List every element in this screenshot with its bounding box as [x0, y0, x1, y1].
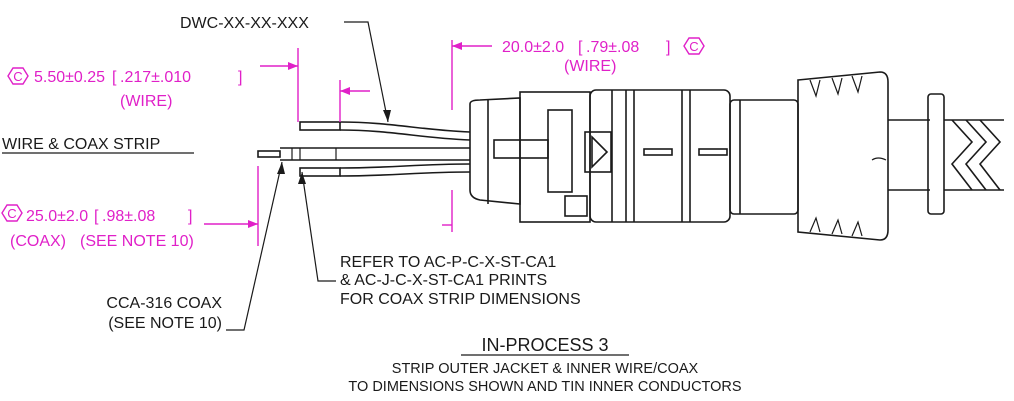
critical-symbol-icon — [1, 204, 23, 222]
instruction-line-2: TO DIMENSIONS SHOWN AND TIN INNER CONDUC… — [348, 379, 741, 395]
dwc-leader — [344, 21, 389, 123]
dwc-label: DWC-XX-XX-XXX — [180, 15, 309, 32]
dim2-inch: .79±.08 — [586, 39, 639, 56]
top-wire-conductor — [299, 121, 341, 131]
dim3-note: (COAX) — [10, 233, 66, 250]
dim1-inch: .217±.010 — [120, 69, 191, 86]
dimension-jacket-strip: 20.0±2.0 [ .79±.08 ] (WIRE) C — [442, 37, 705, 232]
in-process-title: IN-PROCESS 3 — [481, 335, 608, 355]
svg-text:[: [ — [112, 69, 117, 86]
svg-text:[: [ — [94, 208, 99, 225]
critical-symbol-icon — [683, 37, 705, 55]
bottom-wire-conductor — [299, 167, 341, 177]
coax-label-2: (SEE NOTE 10) — [108, 315, 222, 332]
coax-center-conductor — [257, 150, 281, 158]
coax-leader — [226, 161, 283, 331]
dimension-coax-strip: C 25.0±2.0 [ .98±.08 ] (COAX) (SEE NOTE … — [1, 166, 259, 250]
instruction-line-1: STRIP OUTER JACKET & INNER WIRE/COAX — [392, 361, 699, 377]
critical-symbol-icon — [7, 67, 29, 85]
dim1-note: (WIRE) — [120, 93, 172, 110]
dim2-note: (WIRE) — [564, 58, 616, 75]
coax-label-1: CCA-316 COAX — [106, 295, 222, 312]
refer-line-3: FOR COAX STRIP DIMENSIONS — [340, 291, 581, 308]
refer-line-1: REFER TO AC-P-C-X-ST-CA1 — [340, 254, 556, 271]
dim2-value: 20.0±2.0 — [502, 39, 564, 56]
critical-symbol-letter: C — [13, 69, 22, 84]
coax-leader-arrow — [277, 162, 285, 174]
dim1-value: 5.50±0.25 — [34, 69, 105, 86]
dim3-note-2: (SEE NOTE 10) — [80, 233, 194, 250]
dimension-strip-wire: C 5.50±0.25 [ .217±.010 ] (WIRE) — [7, 48, 370, 122]
wire-strip-label: WIRE & COAX STRIP — [2, 136, 160, 153]
svg-text:C: C — [689, 39, 698, 54]
dwc-leader-arrow — [383, 110, 391, 122]
wire-bundle — [257, 121, 471, 177]
svg-text:]: ] — [188, 208, 192, 225]
connector-body — [469, 71, 1004, 241]
svg-text:]: ] — [238, 69, 242, 86]
refer-leader-arrow — [298, 172, 306, 184]
svg-text:]: ] — [666, 39, 670, 56]
dim3-inch: .98±.08 — [102, 208, 155, 225]
dim3-value: 25.0±2.0 — [26, 208, 88, 225]
svg-text:C: C — [7, 206, 16, 221]
svg-text:[: [ — [578, 39, 583, 56]
refer-line-2: & AC-J-C-X-ST-CA1 PRINTS — [340, 272, 547, 289]
refer-leader — [301, 171, 336, 282]
